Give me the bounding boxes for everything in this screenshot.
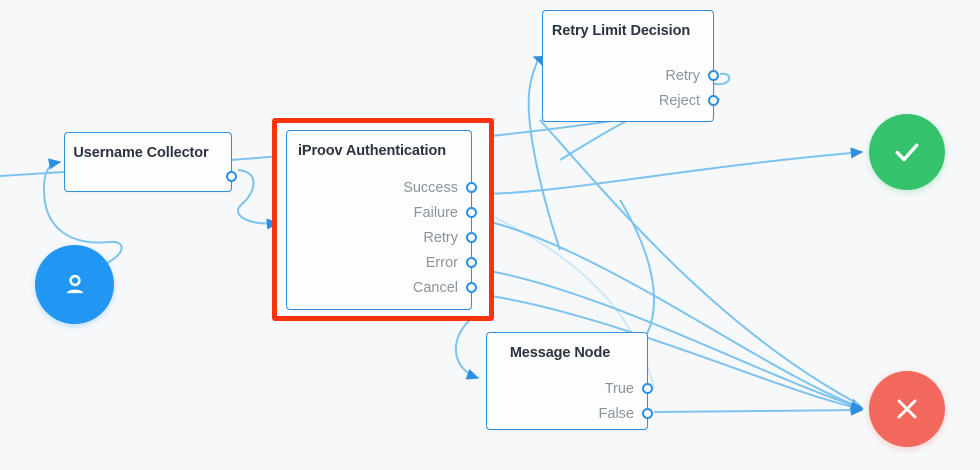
port-row-reject[interactable]: Reject (543, 88, 719, 113)
port-row-success[interactable]: Success (287, 175, 477, 200)
port-label: Reject (658, 92, 700, 109)
port-row-retry[interactable]: Retry (543, 63, 719, 88)
node-title: Retry Limit Decision (551, 23, 691, 39)
edge-message-false-to-fail (653, 404, 864, 416)
port-dot-error[interactable] (466, 257, 477, 268)
port-label: Error (425, 254, 458, 271)
user-icon (66, 274, 83, 293)
port-dot-failure[interactable] (466, 207, 477, 218)
edge-error-to-fail (477, 268, 864, 411)
edge-cancel-to-fail (477, 293, 864, 413)
port-label: Retry (423, 229, 458, 246)
port-row-false[interactable]: False (487, 401, 653, 426)
port-row-retry[interactable]: Retry (287, 225, 477, 250)
check-icon (895, 143, 919, 162)
port-list: Retry Reject (543, 63, 719, 113)
port-label: Retry (665, 67, 700, 84)
port-dot-success[interactable] (466, 182, 477, 193)
port-dot-true[interactable] (642, 383, 653, 394)
node-username-collector[interactable]: Username Collector (64, 132, 237, 192)
node-title: iProov Authentication (297, 143, 446, 159)
port-list: True False (487, 376, 653, 426)
edge-username-to-iproov (237, 169, 280, 230)
port-dot-retry[interactable] (466, 232, 477, 243)
port-output-dot[interactable] (226, 171, 237, 182)
node-retry-limit-decision[interactable]: Retry Limit Decision Retry Reject (542, 10, 719, 122)
port-row-true[interactable]: True (487, 376, 653, 401)
port-dot-cancel[interactable] (466, 282, 477, 293)
port-label: Cancel (412, 279, 458, 296)
close-icon (897, 399, 917, 419)
edge-failure-to-fail (477, 218, 864, 410)
port-dot-reject[interactable] (708, 95, 719, 106)
port-label: Success (403, 179, 458, 196)
port-row-cancel[interactable]: Cancel (287, 275, 477, 300)
edge-reject-long-right (539, 119, 861, 406)
port-list: Success Failure Retry Error Cancel (287, 175, 477, 300)
start-node[interactable] (35, 245, 114, 324)
port-row-failure[interactable]: Failure (287, 200, 477, 225)
port-label: True (604, 380, 634, 397)
failure-end-node[interactable] (869, 371, 945, 447)
port-row-error[interactable]: Error (287, 250, 477, 275)
port-dot-false[interactable] (642, 408, 653, 419)
edge-into-retrylimit (527, 55, 561, 251)
node-title: Username Collector (73, 145, 209, 161)
port-dot-retry[interactable] (708, 70, 719, 81)
port-label: Failure (413, 204, 458, 221)
port-label: False (598, 405, 634, 422)
node-iproov-authentication[interactable]: iProov Authentication Success Failure Re… (286, 130, 477, 310)
success-end-node[interactable] (869, 114, 945, 190)
edge-message-up-curve (619, 199, 655, 337)
node-title: Message Node (509, 345, 611, 361)
node-message-node[interactable]: Message Node True False (486, 332, 653, 430)
edge-success-to-end (477, 147, 864, 195)
